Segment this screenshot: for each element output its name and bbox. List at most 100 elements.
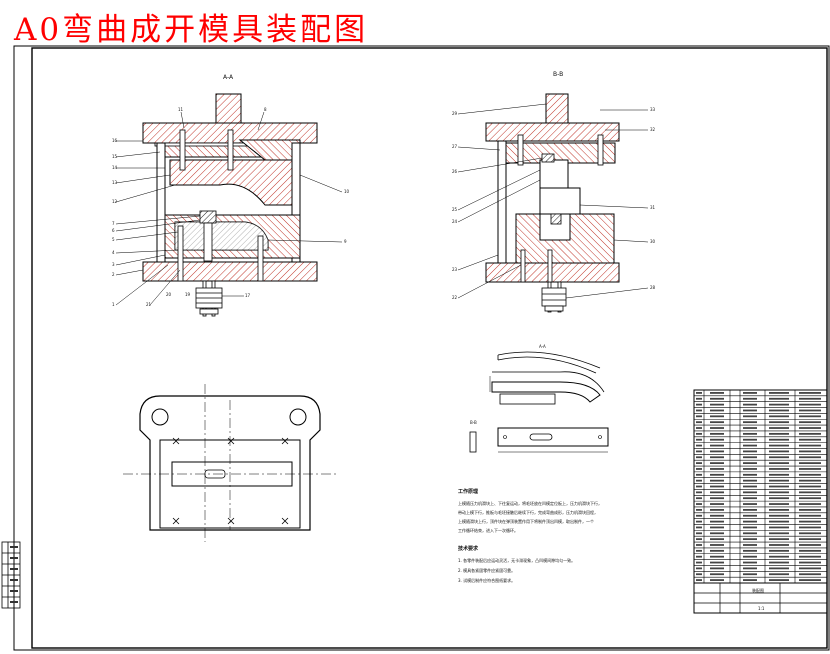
- parts-table-cell-mark: [696, 508, 702, 511]
- parts-table-cell-mark: [696, 555, 702, 558]
- parts-table-cell-mark: [710, 462, 724, 465]
- parts-table-cell-mark: [799, 485, 821, 488]
- parts-table-cell-mark: [710, 561, 724, 564]
- parts-table-cell-mark: [799, 444, 821, 447]
- parts-table-cell-mark: [799, 579, 821, 581]
- parts-table-cell-mark: [769, 573, 789, 576]
- plan-view: [123, 384, 338, 542]
- parts-table-cell-mark: [799, 567, 821, 570]
- parts-table-cell-mark: [696, 573, 702, 576]
- parts-table-cell-mark: [710, 520, 724, 523]
- parts-table-cell-mark: [769, 462, 789, 465]
- parts-table-cell-mark: [710, 392, 724, 394]
- parts-table-cell-mark: [769, 503, 789, 505]
- parts-table-cell-mark: [799, 479, 821, 482]
- parts-table-cell-mark: [743, 456, 757, 459]
- parts-table-cell-mark: [743, 567, 757, 570]
- technical-notes: 工作原理 上模随压力机滑块上、下往复运动，将毛坯放在凹模定位板上，压力机滑块下行…: [458, 488, 602, 583]
- parts-table-cell-mark: [743, 415, 757, 418]
- parts-table-cell-mark: [743, 485, 757, 488]
- parts-table-cell-mark: [769, 468, 789, 470]
- svg-text:16: 16: [112, 138, 118, 143]
- svg-text:22: 22: [452, 295, 458, 300]
- parts-table-cell-mark: [769, 403, 789, 406]
- parts-table-cell-mark: [710, 544, 724, 546]
- svg-text:8: 8: [264, 107, 267, 112]
- svg-text:24: 24: [452, 219, 458, 224]
- parts-table-cell-mark: [696, 497, 702, 500]
- parts-table-cell-mark: [710, 526, 724, 529]
- tech-requirements-heading: 技术要求: [458, 545, 479, 552]
- parts-table-cell-mark: [696, 432, 702, 435]
- parts-table-cell-mark: [696, 567, 702, 570]
- tech-requirement-line: 2. 模具各紧固零件应紧固可靠。: [458, 567, 515, 573]
- parts-table-cell-mark: [710, 503, 724, 505]
- parts-table-cell-mark: [743, 462, 757, 465]
- parts-table-cell-mark: [696, 444, 702, 447]
- detail-label-a: A-A: [539, 344, 546, 349]
- parts-table-cell-mark: [799, 549, 821, 552]
- parts-table-cell-mark: [799, 508, 821, 511]
- parts-table-cell-mark: [743, 479, 757, 482]
- parts-table-cell-mark: [799, 403, 821, 406]
- parts-table-cell-mark: [696, 456, 702, 459]
- svg-text:15: 15: [112, 154, 118, 159]
- title-block: [693, 582, 828, 614]
- svg-text:25: 25: [452, 207, 458, 212]
- svg-text:29: 29: [452, 111, 458, 116]
- parts-table-cell-mark: [710, 415, 724, 418]
- parts-table-cell-mark: [799, 421, 821, 424]
- parts-table-cell-mark: [799, 538, 821, 541]
- parts-table-cell-mark: [743, 468, 757, 470]
- detail-label-b: B-B: [470, 420, 477, 425]
- parts-table-cell-mark: [696, 421, 702, 424]
- parts-table-cell-mark: [799, 427, 821, 429]
- svg-text:12: 12: [112, 199, 118, 204]
- parts-table-cell-mark: [710, 456, 724, 459]
- parts-table-cell-mark: [743, 392, 757, 394]
- parts-table-cell-mark: [696, 397, 702, 400]
- work-process-line: 带动上模下行，推板与毛坯接触后继续下行，完成弯曲成形，压力机滑块回程，: [458, 509, 598, 515]
- section-view-a: A-A: [112, 74, 350, 317]
- parts-table-cell-mark: [743, 444, 757, 447]
- svg-text:30: 30: [650, 239, 656, 244]
- parts-table-cell-mark: [710, 497, 724, 500]
- parts-table-cell-mark: [769, 555, 789, 558]
- parts-table-cell-mark: [799, 473, 821, 476]
- parts-table-cell-mark: [710, 485, 724, 488]
- parts-table-cell-mark: [696, 485, 702, 488]
- parts-table-cell-mark: [696, 415, 702, 418]
- parts-table-cell-mark: [769, 514, 789, 517]
- parts-table-cell-mark: [769, 427, 789, 429]
- drawing-title: A0弯曲成开模具装配图: [14, 12, 369, 48]
- parts-table-cell-mark: [696, 532, 702, 535]
- parts-table-cell-mark: [710, 421, 724, 424]
- parts-table-cell-mark: [769, 520, 789, 523]
- parts-table-cell-mark: [696, 561, 702, 564]
- parts-table-cell-mark: [710, 549, 724, 552]
- svg-text:2: 2: [112, 272, 115, 277]
- parts-table-cell-mark: [743, 579, 757, 581]
- parts-table-cell-mark: [696, 526, 702, 529]
- section-view-b: B-B: [452, 71, 656, 313]
- parts-table-cell-mark: [743, 544, 757, 546]
- parts-table-cell-mark: [769, 544, 789, 546]
- view-label-b: B-B: [553, 71, 563, 78]
- parts-table-cell-mark: [743, 538, 757, 541]
- parts-table-cell-mark: [769, 567, 789, 570]
- svg-text:23: 23: [452, 267, 458, 272]
- svg-text:20: 20: [166, 292, 172, 297]
- svg-text:1: 1: [112, 302, 115, 307]
- parts-table-cell-mark: [743, 503, 757, 505]
- parts-table-cell-mark: [710, 403, 724, 406]
- parts-table-cell-mark: [769, 432, 789, 435]
- parts-table-cell-mark: [710, 397, 724, 400]
- parts-table-cell-mark: [769, 409, 789, 412]
- parts-table-cell-mark: [769, 421, 789, 424]
- parts-table-cell-mark: [769, 561, 789, 564]
- drawing-name: 装配图: [752, 587, 764, 593]
- parts-table-cell-mark: [710, 532, 724, 535]
- tech-requirement-line: 1. 各零件装配后应运动灵活，无卡滞现象，凸凹模间隙均匀一致。: [458, 557, 575, 563]
- svg-text:19: 19: [185, 292, 191, 297]
- svg-text:6: 6: [112, 228, 115, 233]
